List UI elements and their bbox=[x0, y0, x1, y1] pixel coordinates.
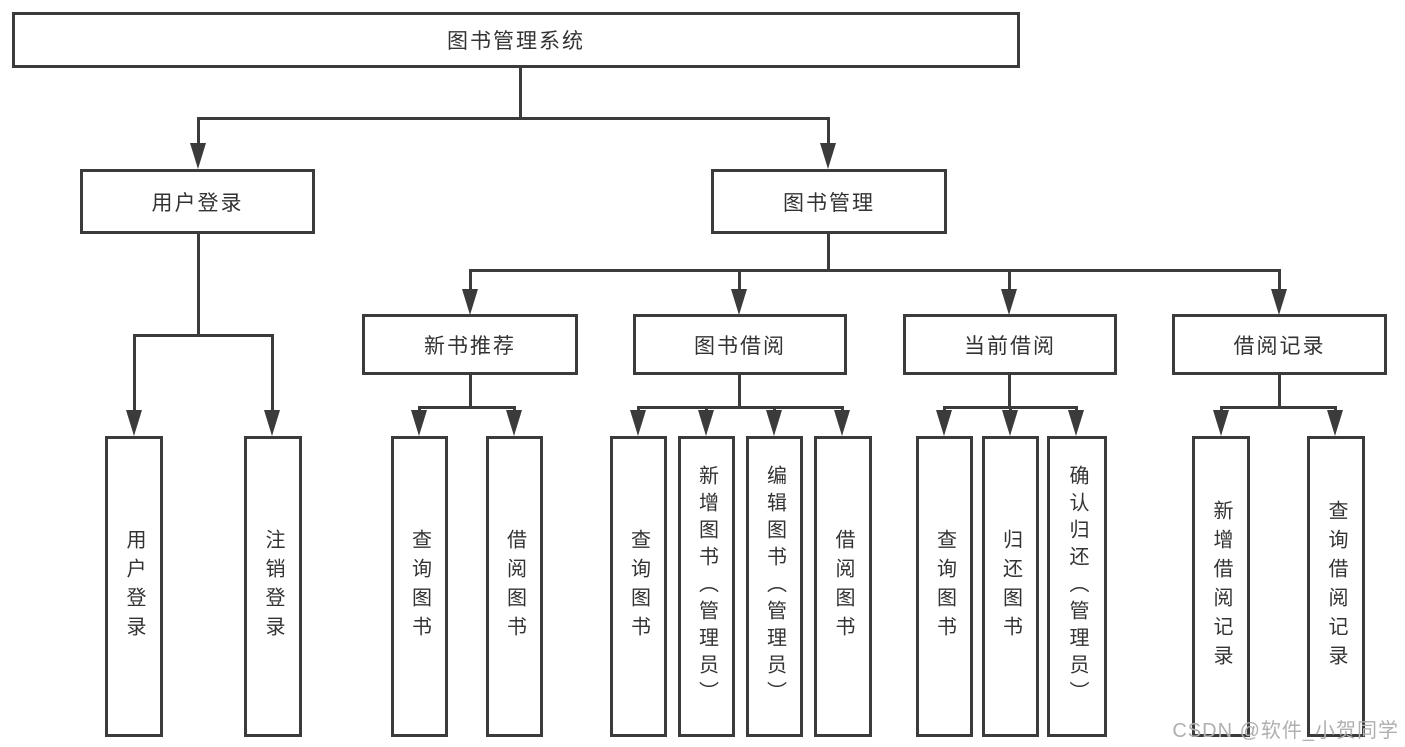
node-borrow-records: 借阅记录 bbox=[1172, 314, 1387, 375]
connector-current-borrow-stem bbox=[1008, 374, 1011, 408]
connector-new-book-rec-branch-line bbox=[418, 406, 516, 409]
connector-new-book-rec-drop bbox=[469, 269, 472, 293]
node-current-borrow: 当前借阅 bbox=[903, 314, 1117, 375]
connector-user-login-stem bbox=[197, 234, 200, 336]
node-book-mgmt-branch-label: 图书管理 bbox=[783, 191, 875, 215]
leaf-bb-add-books-admin: 新增图书（管理员） bbox=[678, 436, 735, 737]
connector-book-mgmt-branch-line bbox=[469, 269, 1281, 272]
arrowhead-br-query bbox=[1327, 410, 1343, 436]
leaf-user-login: 用户登录 bbox=[105, 436, 163, 737]
arrowhead-bb-add bbox=[698, 410, 714, 436]
leaf-cb-return-books-label: 归还图书 bbox=[999, 528, 1022, 645]
connector-user-login-branch-line bbox=[133, 334, 273, 337]
leaf-br-query-record-label: 查询借阅记录 bbox=[1325, 499, 1347, 674]
leaf-bb-borrow-books: 借阅图书 bbox=[814, 436, 872, 737]
leaf-cb-confirm-return-admin: 确认归还（管理员） bbox=[1047, 436, 1107, 737]
connector-book-mgmt-drop bbox=[827, 117, 830, 147]
arrowhead-nb-query bbox=[411, 410, 427, 436]
leaf-nb-query-books-label: 查询图书 bbox=[408, 528, 431, 645]
node-library-system-label: 图书管理系统 bbox=[447, 30, 585, 53]
node-new-book-rec-label: 新书推荐 bbox=[424, 334, 516, 358]
connector-book-borrow-branch-line bbox=[637, 406, 843, 409]
arrowhead-current-borrow bbox=[1001, 289, 1017, 315]
node-borrow-records-label: 借阅记录 bbox=[1233, 334, 1326, 358]
node-user-login-branch-label: 用户登录 bbox=[151, 191, 244, 215]
arrowhead-book-borrow bbox=[731, 289, 747, 315]
arrowhead-book-mgmt bbox=[820, 143, 836, 169]
connector-book-borrow-drop bbox=[738, 269, 741, 293]
leaf-br-add-record-label: 新增借阅记录 bbox=[1210, 499, 1232, 674]
arrowhead-bb-edit bbox=[766, 410, 782, 436]
connector-borrow-records-branch-line bbox=[1220, 406, 1337, 409]
connector-book-borrow-stem bbox=[738, 374, 741, 408]
arrowhead-nb-borrow bbox=[506, 410, 522, 436]
connector-leaf-user-login-drop bbox=[133, 334, 136, 412]
leaf-logout-label: 注销登录 bbox=[262, 528, 284, 645]
leaf-cb-confirm-return-admin-label: 确认归还（管理员） bbox=[1066, 465, 1088, 708]
leaf-user-login-label: 用户登录 bbox=[123, 528, 145, 645]
connector-borrow-records-stem bbox=[1278, 374, 1281, 408]
leaf-logout: 注销登录 bbox=[244, 436, 302, 737]
arrowhead-cb-query bbox=[936, 410, 952, 436]
leaf-bb-edit-books-admin-label: 编辑图书（管理员） bbox=[763, 465, 786, 708]
connector-book-mgmt-stem bbox=[827, 234, 830, 272]
csdn-watermark: CSDN @软件_小贺同学 bbox=[1172, 720, 1399, 742]
connector-borrow-records-drop bbox=[1278, 269, 1281, 293]
arrowhead-user-login bbox=[190, 143, 206, 169]
node-library-system: 图书管理系统 bbox=[12, 12, 1020, 68]
leaf-nb-borrow-books-label: 借阅图书 bbox=[503, 528, 526, 645]
connector-leaf-logout-drop bbox=[271, 334, 274, 412]
node-new-book-rec: 新书推荐 bbox=[362, 314, 578, 375]
arrowhead-bb-query bbox=[630, 410, 646, 436]
leaf-cb-query-books-label: 查询图书 bbox=[933, 528, 956, 645]
arrowhead-borrow-records bbox=[1271, 289, 1287, 315]
leaf-cb-return-books: 归还图书 bbox=[982, 436, 1039, 737]
connector-user-login-drop bbox=[197, 117, 200, 147]
node-current-borrow-label: 当前借阅 bbox=[964, 334, 1056, 358]
leaf-nb-borrow-books: 借阅图书 bbox=[486, 436, 543, 737]
leaf-cb-query-books: 查询图书 bbox=[916, 436, 973, 737]
connector-root-stem bbox=[519, 67, 522, 120]
leaf-bb-borrow-books-label: 借阅图书 bbox=[832, 528, 854, 645]
connector-root-branch bbox=[197, 117, 830, 120]
leaf-bb-query-books-label: 查询图书 bbox=[627, 528, 650, 645]
node-user-login-branch: 用户登录 bbox=[80, 169, 315, 234]
leaf-bb-add-books-admin-label: 新增图书（管理员） bbox=[695, 465, 718, 708]
leaf-bb-edit-books-admin: 编辑图书（管理员） bbox=[746, 436, 803, 737]
leaf-br-add-record: 新增借阅记录 bbox=[1192, 436, 1250, 737]
arrowhead-cb-return bbox=[1002, 410, 1018, 436]
arrowhead-cb-confirm bbox=[1068, 410, 1084, 436]
arrowhead-new-book-rec bbox=[462, 289, 478, 315]
leaf-bb-query-books: 查询图书 bbox=[610, 436, 667, 737]
leaf-nb-query-books: 查询图书 bbox=[391, 436, 448, 737]
arrowhead-leaf-logout bbox=[264, 410, 280, 436]
node-book-borrow: 图书借阅 bbox=[633, 314, 847, 375]
arrowhead-bb-borrow bbox=[834, 410, 850, 436]
arrowhead-leaf-user-login bbox=[126, 410, 142, 436]
node-book-borrow-label: 图书借阅 bbox=[694, 334, 786, 358]
connector-new-book-rec-stem bbox=[469, 374, 472, 408]
leaf-br-query-record: 查询借阅记录 bbox=[1307, 436, 1365, 737]
arrowhead-br-add bbox=[1213, 410, 1229, 436]
connector-current-borrow-drop bbox=[1008, 269, 1011, 293]
node-book-mgmt-branch: 图书管理 bbox=[711, 169, 947, 234]
